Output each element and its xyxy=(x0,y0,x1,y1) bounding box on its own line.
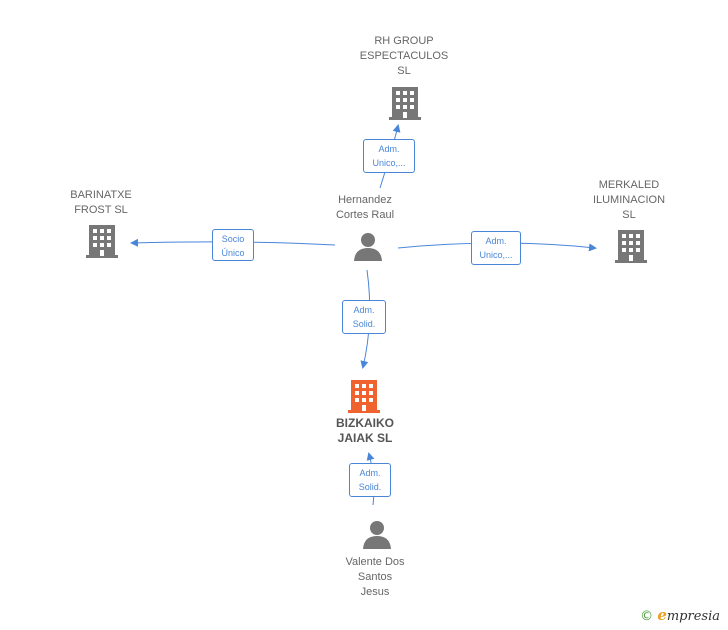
node-label-barinatxe[interactable]: BARINATXE FROST SL xyxy=(70,189,132,216)
brand-initial: e xyxy=(657,606,667,624)
node-label-rh-group[interactable]: RH GROUP ESPECTACULOS SL xyxy=(359,35,449,77)
person-icon[interactable] xyxy=(363,521,391,549)
building-focus-icon[interactable] xyxy=(348,380,380,413)
building-icon[interactable] xyxy=(615,230,647,263)
node-label-bizkaiko[interactable]: BIZKAIKO JAIAK SL xyxy=(336,416,394,445)
copyright-icon: © xyxy=(640,609,654,624)
edge-label-hernandez-rh[interactable]: Adm. Unico,... xyxy=(363,139,415,173)
node-label-merkaled[interactable]: MERKALED ILUMINACION SL xyxy=(592,179,666,221)
node-label-valente[interactable]: Valente Dos Santos Jesus xyxy=(345,556,405,598)
brand-logo: © empresia xyxy=(640,606,720,624)
person-icon[interactable] xyxy=(354,233,382,261)
brand-name: mpresia xyxy=(666,609,720,624)
building-icon[interactable] xyxy=(86,225,118,258)
edge-label-hernandez-merkaled[interactable]: Adm. Unico,... xyxy=(471,231,521,265)
edge-label-valente-bizkaiko[interactable]: Adm. Solid. xyxy=(349,463,391,497)
node-label-hernandez[interactable]: Hernandez Cortes Raul xyxy=(335,194,395,221)
building-icon[interactable] xyxy=(389,87,421,120)
edge-label-hernandez-barinatxe[interactable]: Socio Único xyxy=(212,229,254,261)
edge-label-hernandez-bizkaiko[interactable]: Adm. Solid. xyxy=(342,300,386,334)
